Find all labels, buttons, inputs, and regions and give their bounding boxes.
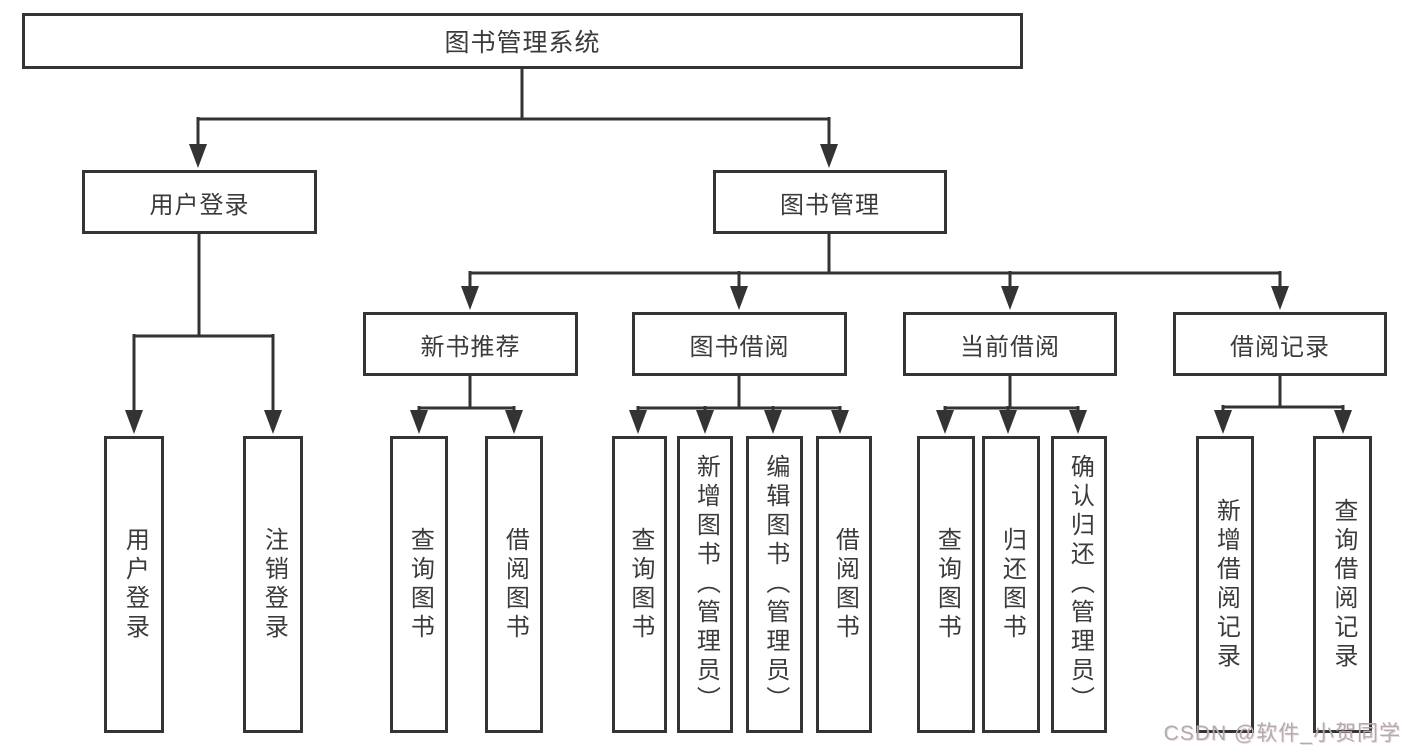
node-book-management: 图书管理 bbox=[713, 170, 947, 234]
arrowhead bbox=[1069, 410, 1087, 434]
arrowhead bbox=[820, 144, 838, 168]
leaf-query-books-recommend: 查询图书 bbox=[390, 436, 448, 733]
node-borrowing-records: 借阅记录 bbox=[1173, 312, 1387, 376]
leaf-logout: 注销登录 bbox=[243, 436, 303, 733]
node-label: 图书管理 bbox=[780, 191, 880, 219]
arrowhead bbox=[831, 410, 849, 434]
arrowhead bbox=[999, 410, 1017, 434]
leaf-confirm-return-admin: 确认归还（管理员） bbox=[1051, 436, 1107, 733]
node-label: 当前借阅 bbox=[960, 333, 1060, 361]
arrowhead bbox=[125, 410, 143, 434]
node-current-borrowing: 当前借阅 bbox=[903, 312, 1117, 376]
leaf-label: 归还图书 bbox=[998, 526, 1026, 643]
leaf-return-books: 归还图书 bbox=[982, 436, 1040, 733]
leaf-query-books-current: 查询图书 bbox=[917, 436, 975, 733]
arrowhead bbox=[461, 286, 479, 310]
arrowhead bbox=[189, 144, 207, 168]
connector-book-borrowing-children bbox=[636, 375, 842, 412]
leaf-label: 借阅图书 bbox=[831, 526, 859, 643]
leaf-label: 编辑图书（管理员） bbox=[761, 454, 789, 715]
arrowhead bbox=[1001, 286, 1019, 310]
arrowhead bbox=[629, 410, 647, 434]
node-library-management-system: 图书管理系统 bbox=[22, 13, 1023, 69]
node-label: 新书推荐 bbox=[420, 333, 521, 361]
leaf-label: 查询图书 bbox=[626, 526, 654, 643]
arrowhead bbox=[1271, 286, 1289, 310]
connector-user-login-children bbox=[132, 233, 275, 412]
csdn-watermark: CSDN @软件_小贺同学 bbox=[1163, 722, 1401, 745]
node-label: 图书管理系统 bbox=[444, 29, 601, 57]
leaf-query-books-borrowing: 查询图书 bbox=[612, 436, 667, 733]
leaf-query-borrow-record: 查询借阅记录 bbox=[1313, 436, 1372, 733]
leaf-edit-books-admin: 编辑图书（管理员） bbox=[746, 436, 803, 733]
node-user-login: 用户登录 bbox=[82, 170, 317, 234]
leaf-label: 新增图书（管理员） bbox=[692, 454, 720, 715]
arrowhead bbox=[264, 410, 282, 434]
arrowhead bbox=[1334, 410, 1352, 434]
node-label: 图书借阅 bbox=[689, 333, 790, 361]
leaf-label: 查询借阅记录 bbox=[1329, 497, 1357, 672]
arrowhead bbox=[730, 286, 748, 310]
leaf-user-login: 用户登录 bbox=[104, 436, 164, 733]
leaf-label: 新增借阅记录 bbox=[1212, 497, 1240, 672]
connector-book-management-children bbox=[468, 233, 1282, 288]
connector-current-borrowing-children bbox=[943, 375, 1080, 412]
connector-borrowing-records-children bbox=[1221, 375, 1345, 412]
arrowhead bbox=[696, 410, 714, 434]
connector-new-book-recommendation-children bbox=[417, 375, 516, 412]
leaf-add-books-admin: 新增图书（管理员） bbox=[677, 436, 733, 733]
leaf-label: 查询图书 bbox=[406, 526, 434, 643]
leaf-label: 用户登录 bbox=[121, 526, 149, 643]
arrowhead bbox=[505, 410, 523, 434]
node-book-borrowing: 图书借阅 bbox=[632, 312, 847, 376]
leaf-add-borrow-record: 新增借阅记录 bbox=[1196, 436, 1254, 733]
arrowhead bbox=[764, 410, 782, 434]
arrowhead bbox=[1214, 410, 1232, 434]
leaf-label: 确认归还（管理员） bbox=[1066, 454, 1094, 715]
leaf-label: 注销登录 bbox=[260, 526, 288, 643]
leaf-label: 借阅图书 bbox=[501, 526, 529, 643]
arrowhead bbox=[936, 410, 954, 434]
node-new-book-recommendation: 新书推荐 bbox=[363, 312, 578, 376]
node-label: 借阅记录 bbox=[1230, 333, 1330, 361]
connector-root-to-level2 bbox=[196, 68, 831, 146]
node-label: 用户登录 bbox=[149, 191, 250, 219]
leaf-borrow-books: 借阅图书 bbox=[816, 436, 872, 733]
leaf-label: 查询图书 bbox=[933, 526, 961, 643]
arrowhead bbox=[410, 410, 428, 434]
leaf-borrow-books-recommend: 借阅图书 bbox=[485, 436, 543, 733]
